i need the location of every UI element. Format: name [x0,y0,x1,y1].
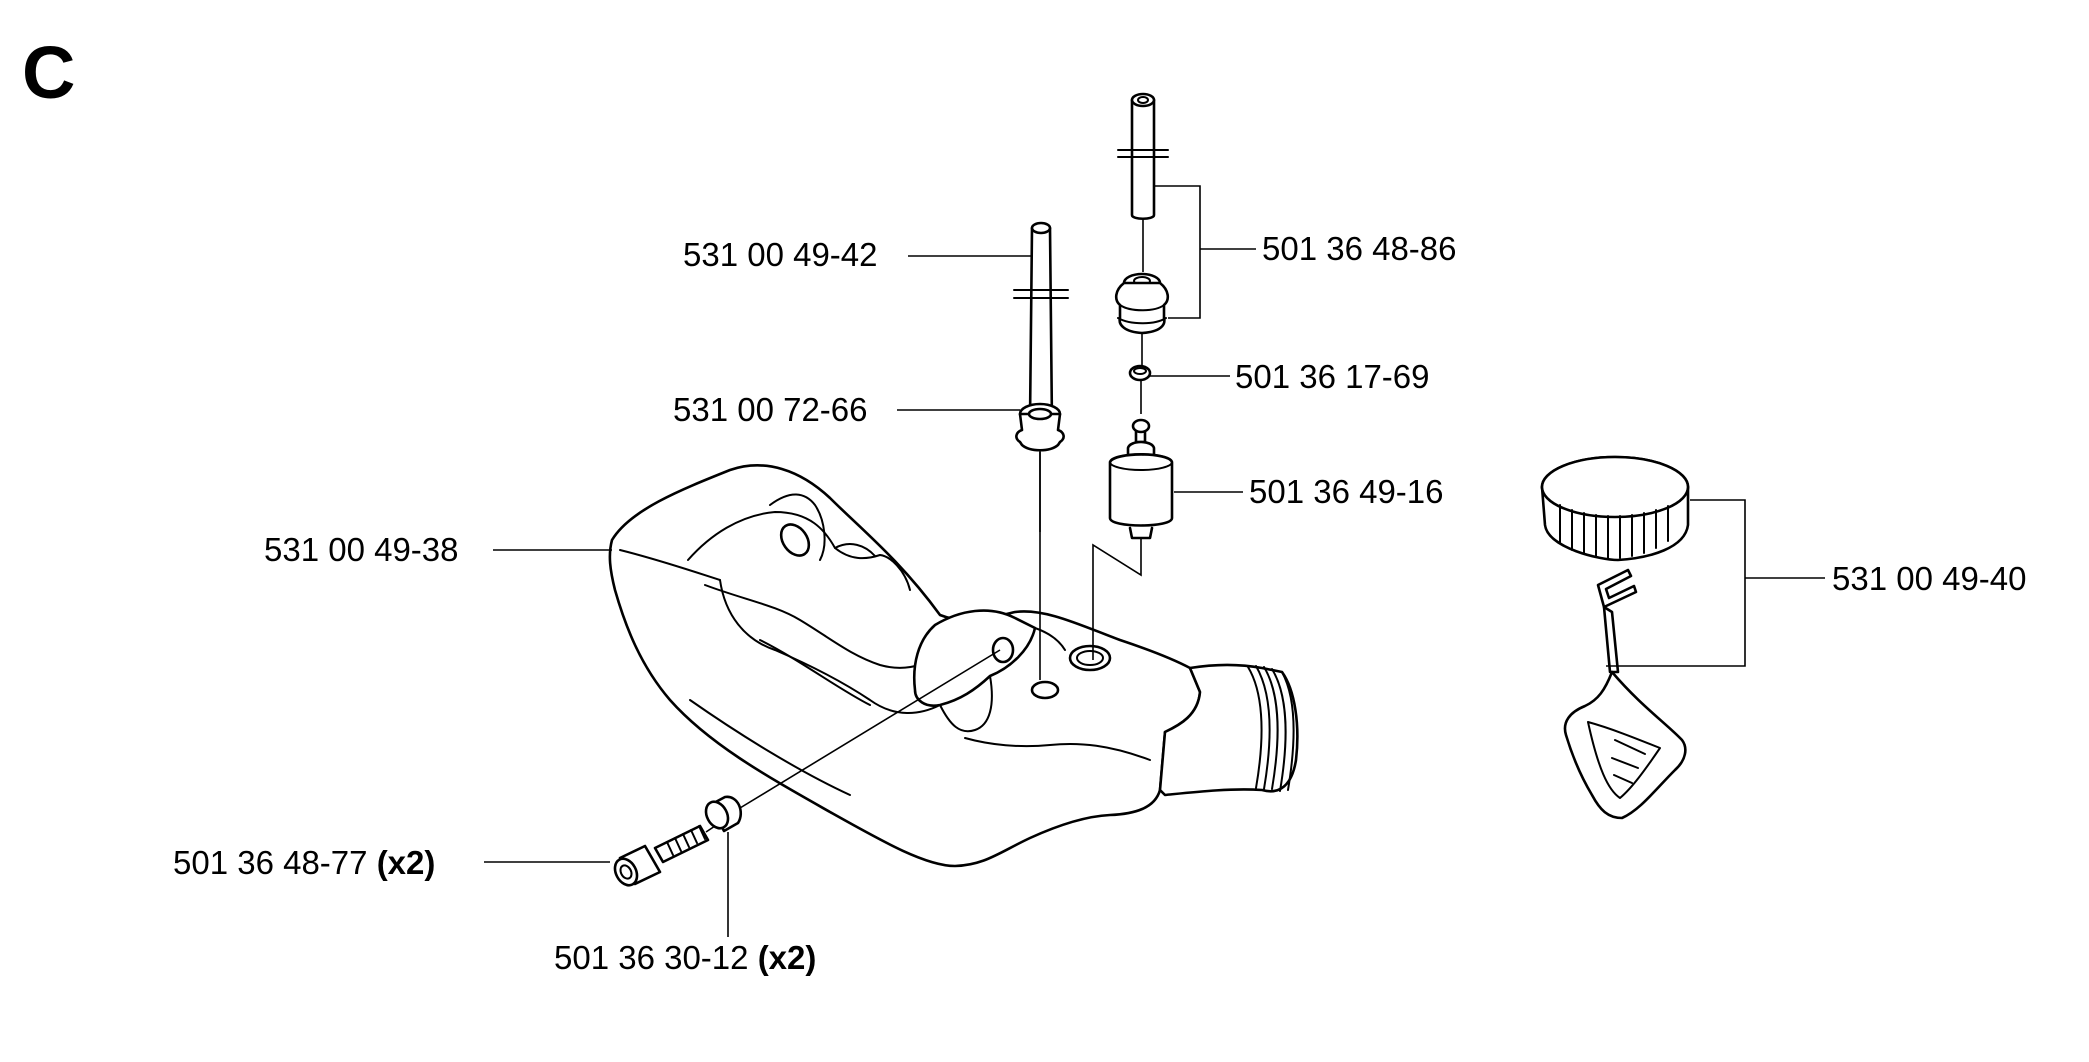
label-spacer-qty: (x2) [758,939,817,976]
suction-hose-part [1013,221,1069,532]
grommet-part [1015,402,1065,680]
fuel-tank [608,464,1299,868]
label-screw: 501 36 48-77 (x2) [173,844,435,881]
clamp-part [1128,364,1152,414]
leader-lines [484,185,1825,937]
part-labels: 531 00 49-42 531 00 72-66 531 00 49-38 5… [173,230,2027,976]
label-grommet: 531 00 72-66 [673,391,868,428]
label-spacer-number: 501 36 30-12 [554,939,749,976]
fuel-cap-part [1540,455,1690,562]
label-screw-qty: (x2) [377,844,436,881]
vent-hose-valve-part [1114,92,1170,366]
label-clamp: 501 36 17-69 [1235,358,1430,395]
cap-tether-part [1563,568,1687,820]
spacer-part [704,649,1001,833]
label-fuel-tank: 531 00 49-38 [264,531,459,568]
label-spacer: 501 36 30-12 (x2) [554,939,816,976]
label-screw-number: 501 36 48-77 [173,844,368,881]
label-suction-hose: 531 00 49-42 [683,236,878,273]
fuel-filter-part [1092,418,1174,660]
section-letter: C [22,31,75,114]
label-vent-hose-valve: 501 36 48-86 [1262,230,1457,267]
label-cap-tether: 531 00 49-40 [1832,560,2027,597]
screw-part [613,824,716,887]
label-fuel-filter: 501 36 49-16 [1249,473,1444,510]
